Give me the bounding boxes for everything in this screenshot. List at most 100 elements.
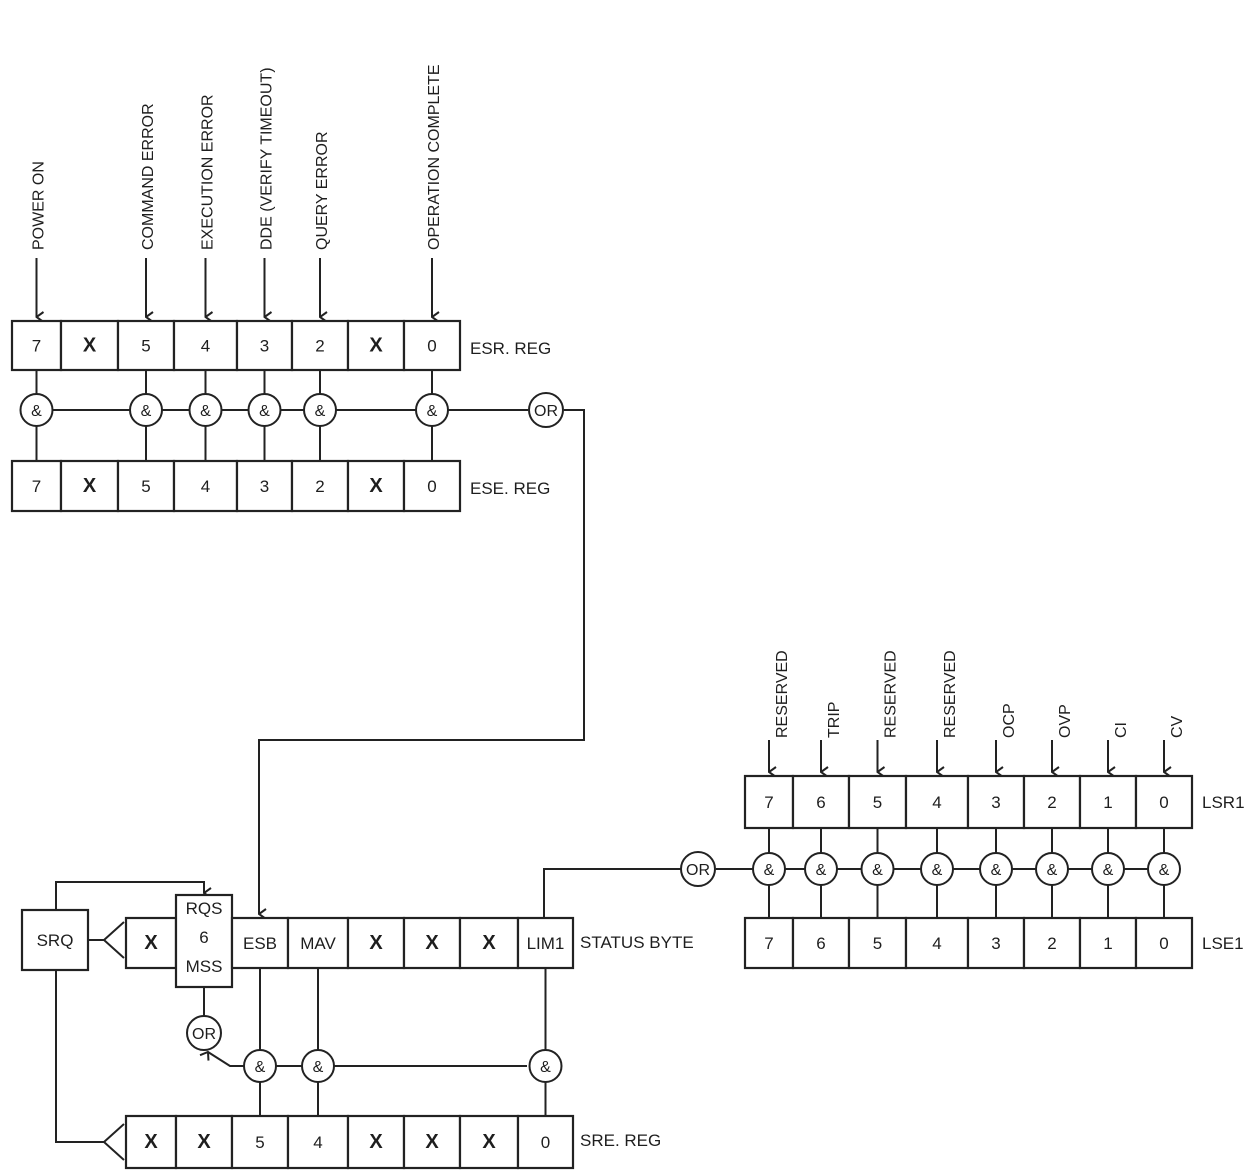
lsr1-bit-0: 7	[764, 793, 773, 812]
sre-reg-bit-6: X	[482, 1131, 496, 1153]
esr-and-gate-0: &	[19, 393, 54, 427]
ese-reg-cell-6	[346, 459, 406, 513]
ese-reg-bit-0: 7	[32, 477, 41, 496]
esr-input-label-4: DDE (VERIFY TIMEOUT)	[259, 67, 276, 250]
esr-and-gate-7-label: &	[427, 403, 438, 420]
status-and-gate-3: &	[301, 1049, 335, 1083]
status-byte-cell-4	[346, 916, 406, 970]
lsr-and-gate-2: &	[860, 852, 895, 886]
esr-and-gate-3: &	[188, 393, 223, 427]
lsr-and-gate-2-label: &	[872, 862, 883, 879]
status-and-gate-7: &	[528, 1049, 563, 1083]
lsr-or-gate-circle	[680, 851, 716, 887]
sre-reg-cell-2	[230, 1114, 290, 1170]
status-byte-cell-2	[230, 916, 290, 970]
lse1-bit-2: 5	[873, 934, 882, 953]
esr-summary-to-esb	[258, 409, 585, 914]
lsr-input-label-6: CI	[1113, 722, 1130, 738]
ese-reg-cell-7	[402, 459, 462, 513]
status-byte-bit-5: X	[425, 932, 439, 954]
status-or-gate: OR	[186, 1015, 222, 1051]
lse1-bit-1: 6	[816, 934, 825, 953]
esr-or-gate-label: OR	[534, 403, 558, 420]
sre-reg-bit-1: X	[197, 1131, 211, 1153]
lsr-input-label-2: RESERVED	[883, 650, 900, 738]
status-and-gate-2-label: &	[255, 1059, 266, 1076]
lsr-and-gate-5-label: &	[1047, 862, 1058, 879]
lsr-and-gate-1: &	[804, 852, 838, 886]
lsr-input-label-1: TRIP	[826, 702, 843, 738]
lse1-cell-7	[1134, 916, 1194, 970]
lsr-input-label-3: RESERVED	[942, 650, 959, 738]
lsr-and-gate-1-circle	[804, 852, 838, 886]
lse1-cell-3	[904, 916, 970, 970]
lsr-and-gate-7: &	[1147, 852, 1181, 886]
lse1-bit-3: 4	[932, 934, 941, 953]
status-byte-bit-2: ESB	[243, 934, 277, 953]
esr-reg-bit-5: 2	[315, 337, 324, 356]
esr-reg-bit-3: 4	[201, 337, 210, 356]
esr-and-gate-2: &	[129, 393, 163, 427]
lsr1-name: LSR1	[1202, 793, 1245, 812]
status-and-gate-7-circle	[528, 1049, 563, 1083]
srq-down	[55, 970, 104, 1143]
status-byte-bit-1-line-1: 6	[199, 928, 208, 947]
lsr-and-gate-2-circle	[860, 852, 895, 886]
esr-and-gate-5: &	[303, 393, 337, 427]
esr-and-gate-3-circle	[188, 393, 223, 427]
lsr1-cell-2	[847, 774, 908, 830]
esr-and-gate-5-label: &	[315, 403, 326, 420]
sre-reg-bit-0: X	[144, 1131, 158, 1153]
ese-reg-cell-2	[116, 459, 176, 513]
lsr1-bit-3: 4	[932, 793, 941, 812]
esr-reg-bit-7: 0	[427, 337, 436, 356]
lsr-and-gate-6: &	[1091, 852, 1125, 886]
lsr-and-gate-3: &	[920, 852, 954, 886]
esr-and-gate-7: &	[415, 393, 449, 427]
sre-reg-cell-1	[174, 1114, 234, 1170]
lsr-and-gate-0-label: &	[764, 862, 775, 879]
status-or-gate-circle	[186, 1015, 222, 1051]
lsr-or-gate-label: OR	[686, 862, 710, 879]
esr-and-gate-4: &	[247, 393, 282, 427]
status-byte-name: STATUS BYTE	[580, 933, 694, 952]
lsr-input-label-5: OVP	[1057, 704, 1074, 738]
lsr-and-gate-6-circle	[1091, 852, 1125, 886]
lsr-and-gate-4-circle	[979, 852, 1013, 886]
lsr1-bit-7: 0	[1159, 793, 1168, 812]
esr-and-gate-3-label: &	[200, 403, 211, 420]
lse1-cell-6	[1078, 916, 1138, 970]
status-byte-cell-7	[516, 916, 575, 970]
srq-box	[20, 908, 90, 972]
sre-reg-cell-6	[458, 1114, 520, 1170]
sre-reg-cell-7	[516, 1114, 575, 1170]
esr-and-gate-4-label: &	[259, 403, 270, 420]
status-byte-cell-1	[174, 893, 234, 989]
status-byte-bit-3: MAV	[300, 934, 336, 953]
status-byte-cell-5	[402, 916, 462, 970]
status-and-gate-2-circle	[243, 1049, 277, 1083]
lsr-and-gate-0: &	[752, 852, 786, 886]
lsr-summary-to-lim1	[543, 868, 681, 918]
sre-reg-bit-3: 4	[313, 1133, 322, 1152]
lse1-bit-0: 7	[764, 934, 773, 953]
lsr-and-gate-4-label: &	[991, 862, 1002, 879]
srq-label: SRQ	[37, 931, 74, 950]
ese-reg-cell-5	[290, 459, 350, 513]
ese-reg-name: ESE. REG	[470, 479, 550, 498]
lsr-and-gate-6-label: &	[1103, 862, 1114, 879]
lsr1-cell-1	[791, 774, 851, 830]
esr-reg-bit-0: 7	[32, 337, 41, 356]
status-byte-cell-3	[286, 916, 350, 970]
lse1-cell-0	[743, 916, 795, 970]
esr-reg-bit-6: X	[369, 335, 383, 357]
esr-and-gate-4-circle	[247, 393, 282, 427]
ese-reg-cell-3	[172, 459, 239, 513]
status-byte-bit-0: X	[144, 932, 158, 954]
lse1-bit-6: 1	[1103, 934, 1112, 953]
esr-reg-cell-2	[116, 319, 176, 372]
sre-reg-bit-7: 0	[541, 1133, 550, 1152]
ese-reg-bit-3: 4	[201, 477, 210, 496]
